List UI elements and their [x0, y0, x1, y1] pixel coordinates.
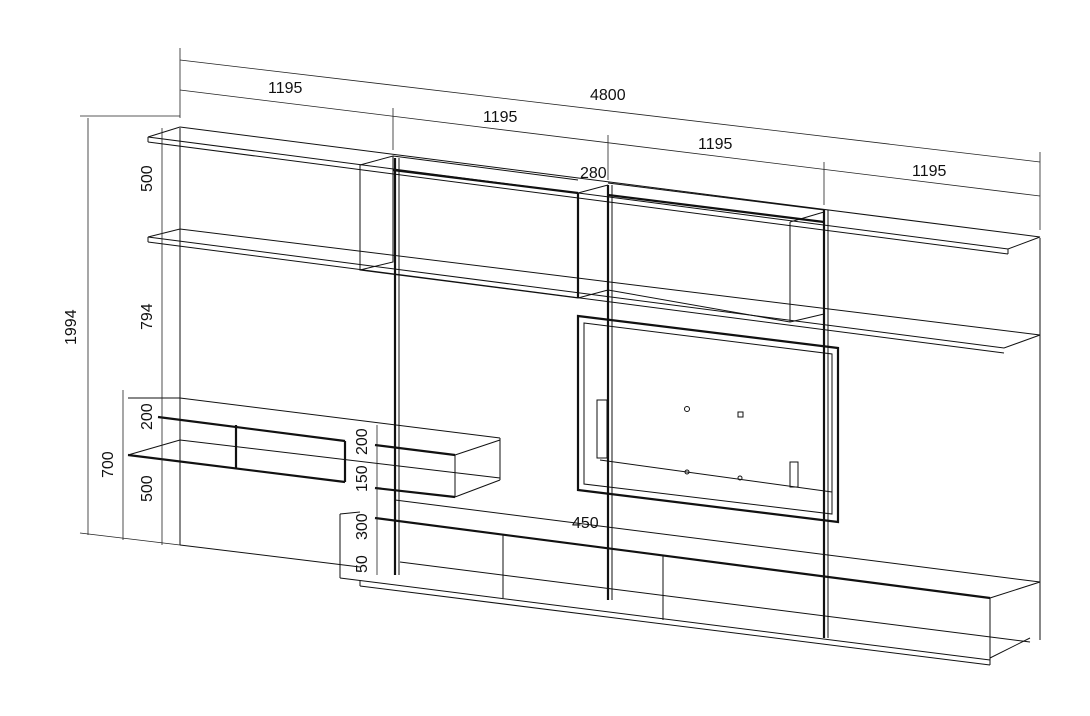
dim-mid-gap: 150 [354, 465, 371, 492]
dim-left-below: 500 [139, 475, 156, 502]
dim-total-height: 1994 [63, 309, 80, 345]
dimension-labels: 4800 1195 1195 1195 1195 280 1994 500 79… [63, 80, 947, 573]
dim-middle-gap: 794 [139, 303, 156, 330]
dim-section-1: 1195 [268, 80, 303, 97]
dim-base-depth: 450 [572, 515, 599, 532]
dim-section-3: 1195 [698, 136, 733, 153]
dim-total-width: 4800 [590, 87, 626, 104]
dim-upper-gap: 500 [139, 165, 156, 192]
upper-cabinets [359, 155, 825, 323]
middle-shelf [147, 228, 1041, 354]
back-panel [179, 128, 1041, 640]
dim-left-box: 200 [139, 403, 156, 430]
dim-cabinet-gap: 280 [580, 165, 607, 182]
dim-section-2: 1195 [483, 109, 518, 126]
dim-base-height: 300 [354, 513, 371, 540]
dim-plinth-height: 50 [354, 555, 371, 573]
left-floating-unit [127, 397, 501, 499]
base-unit [339, 499, 1041, 666]
dim-section-4: 1195 [912, 163, 947, 180]
tv-screen [576, 314, 840, 524]
vertical-posts [393, 158, 829, 638]
dim-left-unit-height: 700 [100, 451, 117, 478]
dim-mid-box: 200 [354, 428, 371, 455]
dimension-lines [79, 48, 1041, 575]
